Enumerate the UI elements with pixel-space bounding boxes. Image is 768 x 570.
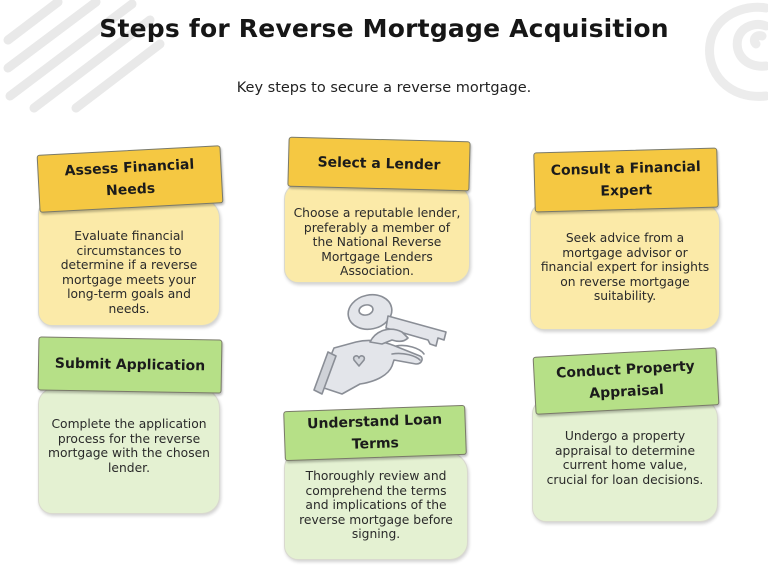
decorative-stripes	[3, 0, 165, 113]
step-title: Consult a Financial Expert	[550, 159, 701, 200]
step-title: Assess Financial Needs	[64, 156, 195, 200]
hand-holding-key-icon	[313, 293, 447, 395]
step-description-box: Evaluate financial circumstances to dete…	[38, 198, 220, 326]
step-title: Select a Lender	[317, 154, 441, 174]
step-description-box: Complete the application process for the…	[38, 388, 220, 514]
step-title-banner: Understand Loan Terms	[283, 404, 467, 462]
step-title-banner: Select a Lender	[287, 136, 471, 192]
page-subtitle: Key steps to secure a reverse mortgage.	[236, 80, 532, 96]
step-title: Submit Application	[54, 355, 206, 375]
step-description-box: Seek advice from a mortgage advisor or f…	[530, 202, 720, 330]
step-title-banner: Conduct Property Appraisal	[532, 347, 720, 415]
step-description-box: Thoroughly review and comprehend the ter…	[284, 452, 468, 560]
step-title: Conduct Property Appraisal	[555, 358, 696, 402]
step-description: Seek advice from a mortgage advisor or f…	[540, 231, 710, 303]
step-description-box: Undergo a property appraisal to determin…	[532, 398, 718, 522]
step-description: Choose a reputable lender, preferably a …	[293, 206, 461, 278]
step-title-banner: Submit Application	[37, 336, 223, 394]
page-title: Steps for Reverse Mortgage Acquisition	[99, 14, 669, 43]
step-description-box: Choose a reputable lender, preferably a …	[284, 183, 470, 283]
step-title: Understand Loan Terms	[306, 411, 443, 453]
step-title-banner: Assess Financial Needs	[36, 145, 224, 213]
step-title-banner: Consult a Financial Expert	[533, 147, 719, 213]
step-description: Undergo a property appraisal to determin…	[546, 429, 704, 487]
step-description: Thoroughly review and comprehend the ter…	[299, 469, 453, 541]
step-description: Evaluate financial circumstances to dete…	[60, 229, 198, 316]
decorative-swirl	[705, 2, 768, 101]
step-description: Complete the application process for the…	[48, 417, 210, 475]
